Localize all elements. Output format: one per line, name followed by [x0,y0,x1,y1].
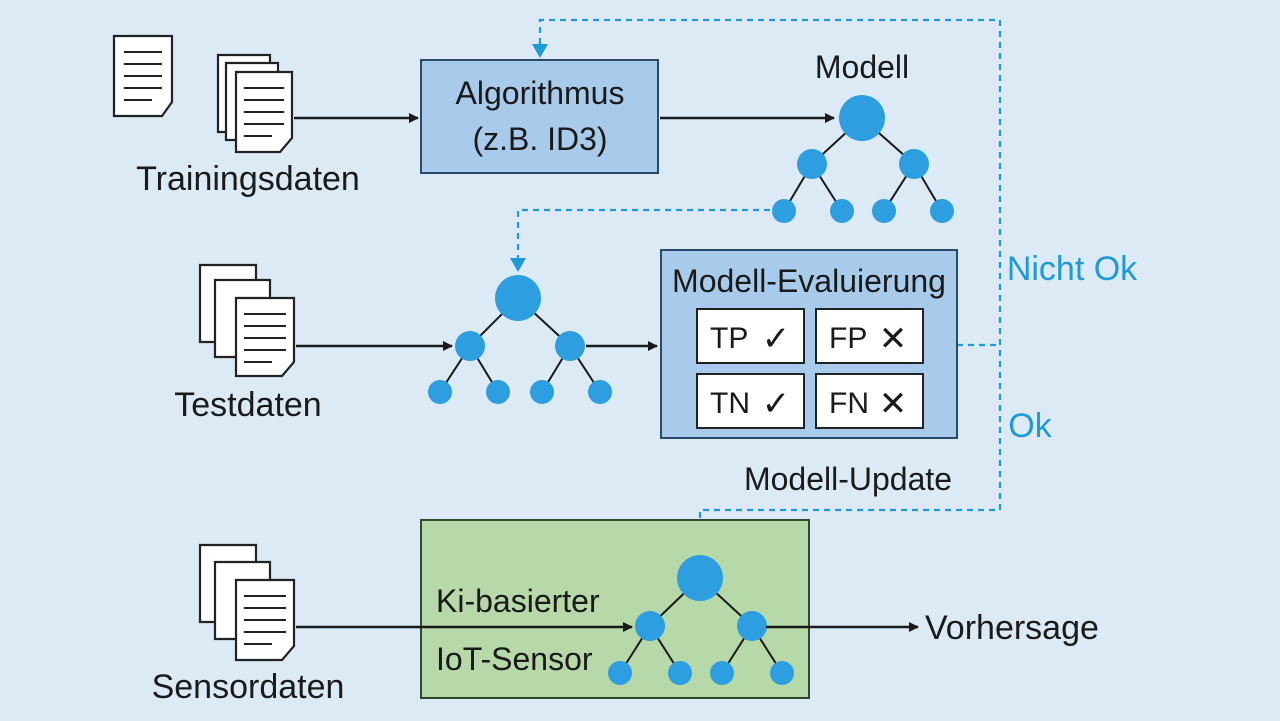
algorithm-box [420,59,659,174]
check-icon: ✓ [762,320,791,358]
confusion-matrix: TP FP TN FN ✓ ✕ ✓ ✕ [696,308,924,429]
cross-icon: ✕ [879,385,908,423]
test-tree-icon [428,275,612,404]
sensor-data-label: Sensordaten [152,668,345,706]
evaluation-title: Modell-Evaluierung [672,263,946,299]
model-update-dashed-path [538,18,1002,548]
prediction-label: Vorhersage [925,609,1099,647]
cross-icon: ✕ [879,320,908,358]
algorithm-inlet-arrowhead [532,44,548,58]
matrix-cell-fn [815,373,924,429]
test-data-label: Testdaten [174,386,321,424]
matrix-code-tn: TN [710,387,750,420]
ok-label: Ok [1008,407,1052,445]
model-to-test-dashed-path [516,208,770,268]
not-ok-label: Nicht Ok [1007,250,1138,288]
training-data-documents-icon [216,53,294,154]
matrix-code-tp: TP [710,322,748,355]
sensor-tree-icon [608,555,794,685]
sensor-data-documents-icon [198,543,296,662]
training-data-label: Trainingsdaten [136,160,360,198]
test-data-documents-icon [198,263,296,378]
model-update-label: Modell-Update [744,461,952,497]
algorithm-title: Algorithmus [456,75,625,111]
matrix-code-fp: FP [829,322,867,355]
matrix-code-fn: FN [829,387,869,420]
sensor-title-line1: Ki-basierter [436,583,600,619]
document-icon [112,34,174,118]
matrix-cell-tp [696,308,805,364]
sensor-title-line2: IoT-Sensor [436,641,593,677]
model-tree-icon [772,95,954,223]
check-icon: ✓ [762,385,791,423]
matrix-cell-fp [815,308,924,364]
matrix-cell-tn [696,373,805,429]
test-tree-inlet-arrowhead [510,258,526,272]
algorithm-example: (z.B. ID3) [472,121,607,157]
model-label: Modell [815,49,909,85]
